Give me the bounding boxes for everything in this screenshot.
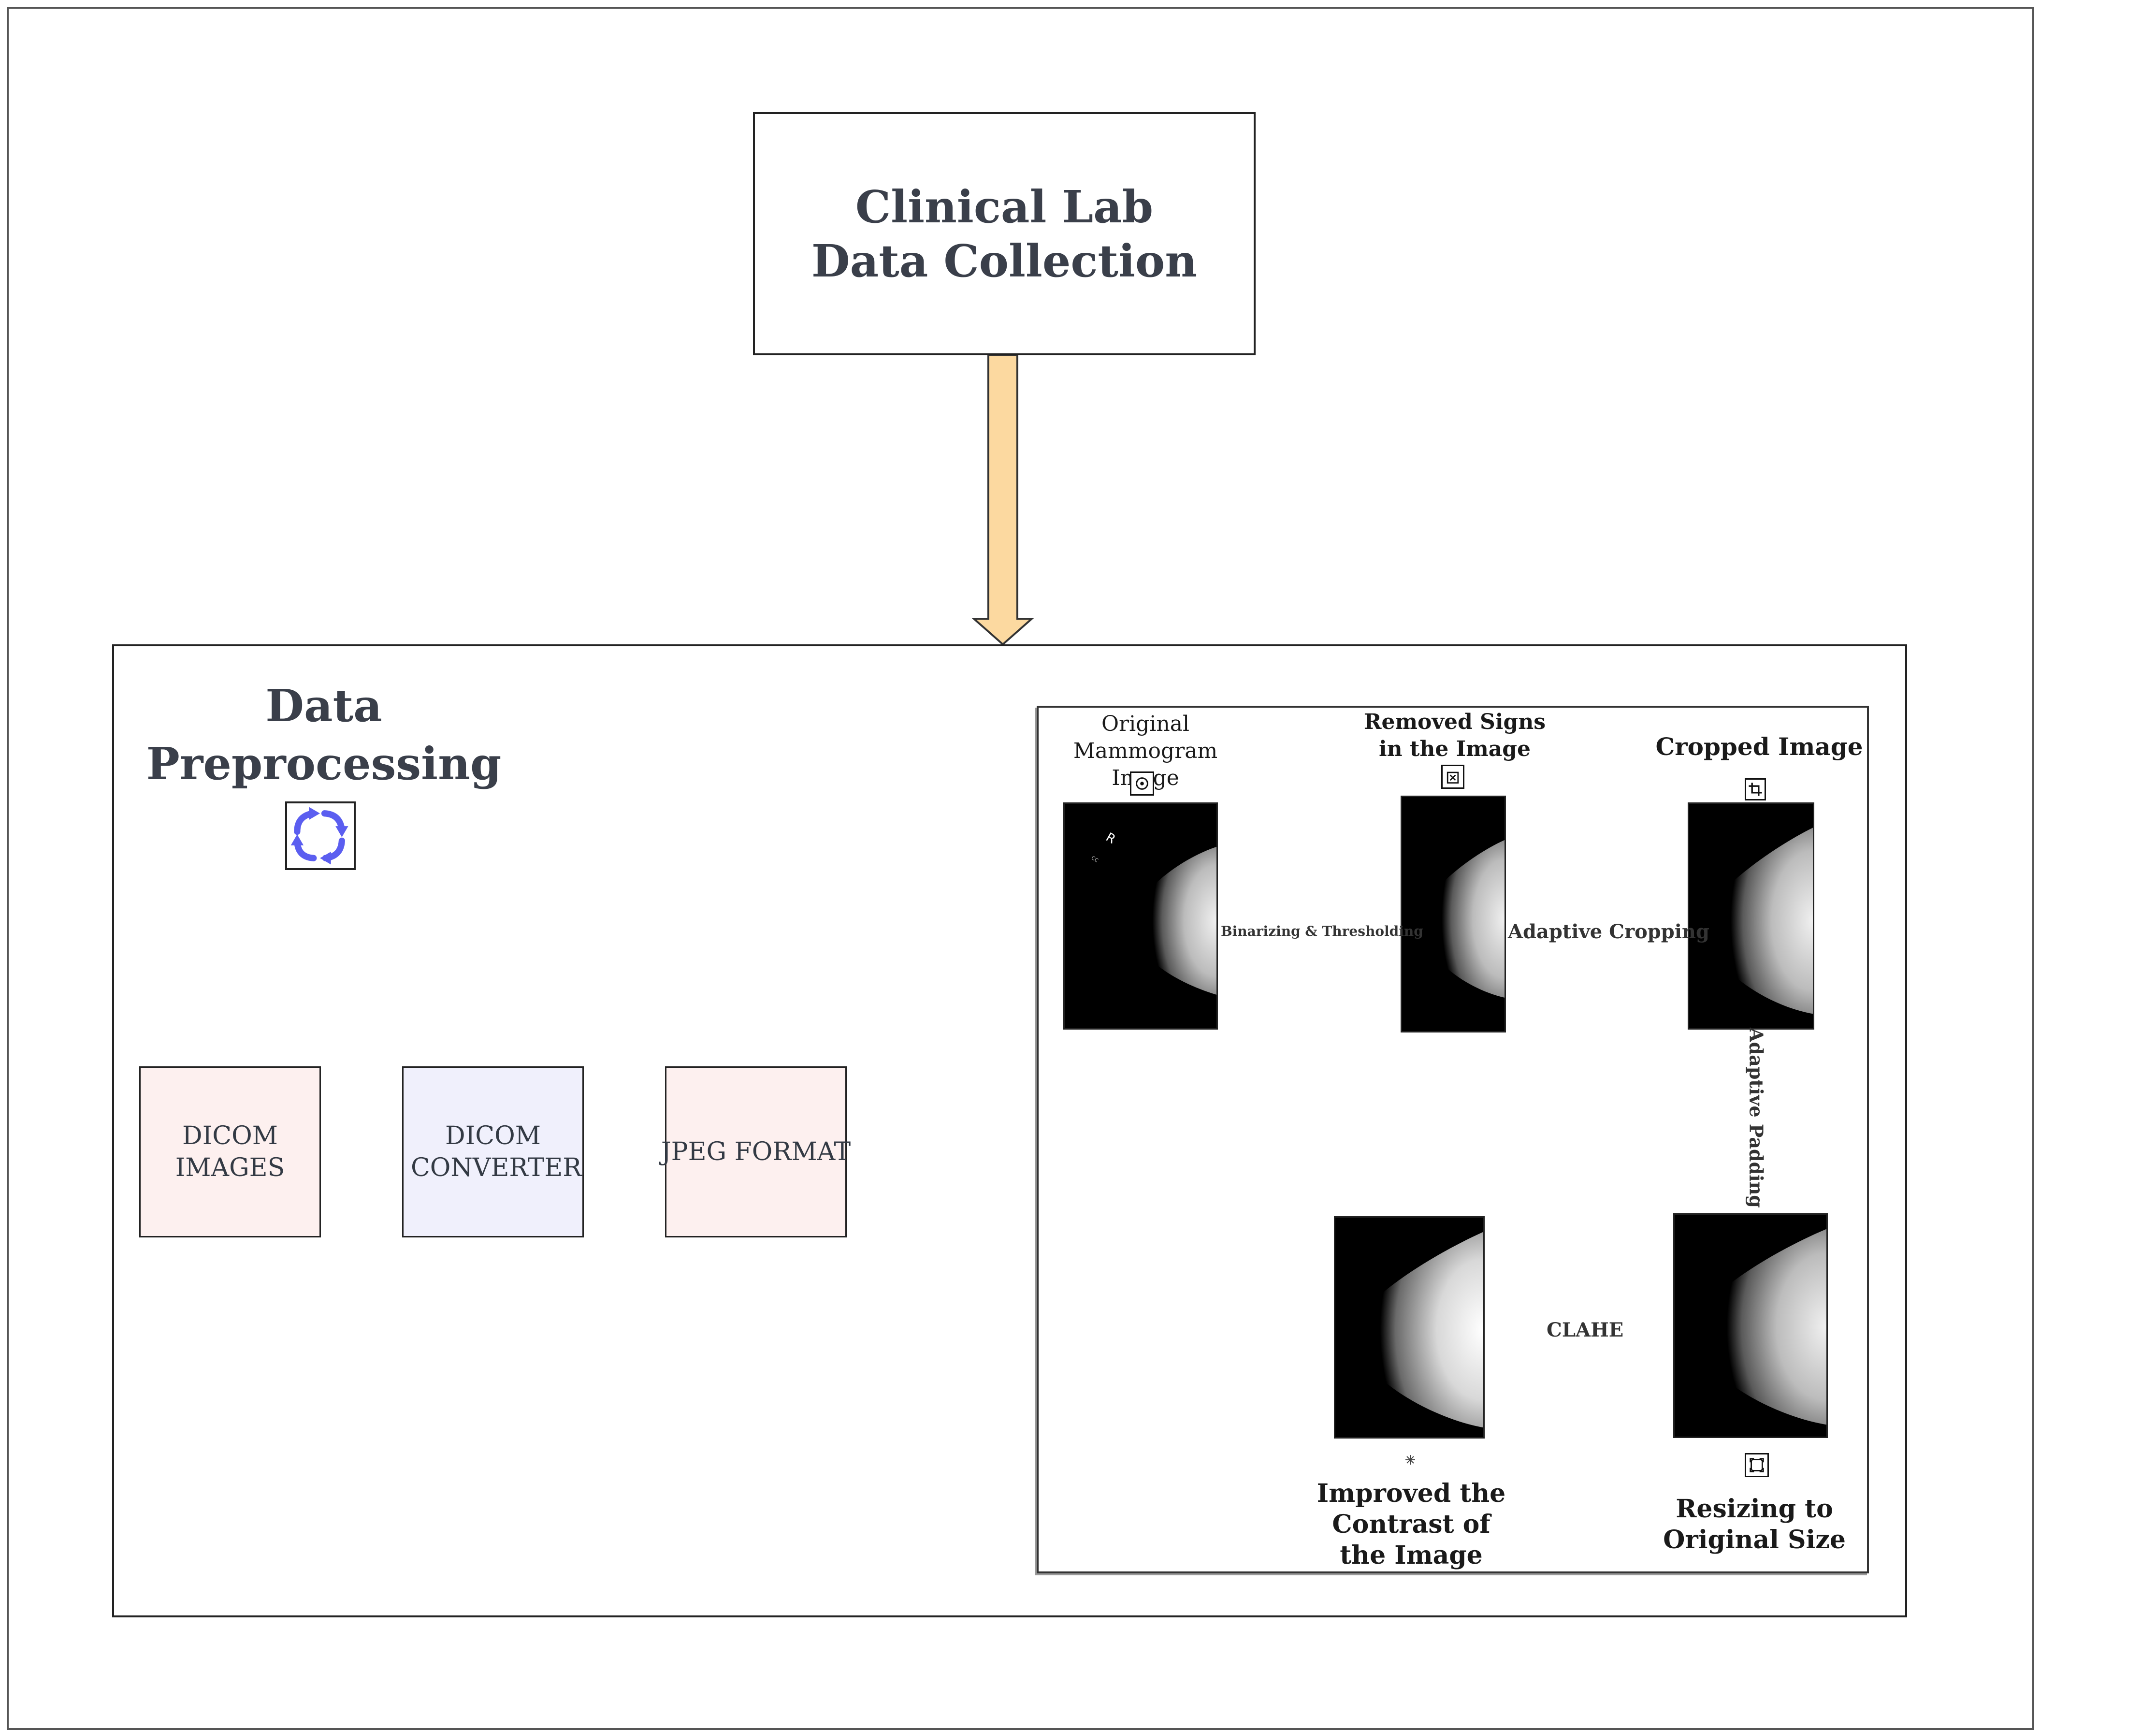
clahe-step-label: CLAHE (1547, 1319, 1624, 1341)
resizing-label: Resizing to Original Size (1663, 1494, 1846, 1555)
removed-signs-mammogram-image (1401, 796, 1506, 1032)
adaptive-padding-step-label: Adaptive Padding (1745, 1028, 1767, 1208)
cropped-mammogram-image (1688, 802, 1814, 1030)
dicom-images-label: DICOM IMAGES (175, 1121, 285, 1182)
binarizing-step-label: Binarizing & Thresholding (1221, 923, 1423, 939)
original-image-label: Original Mammogram Image (1073, 712, 1218, 790)
adaptive-cropping-step-label: Adaptive Cropping (1508, 920, 1709, 943)
improved-contrast-label: Improved the Contrast of the Image (1317, 1479, 1506, 1570)
resize-icon (1745, 1453, 1769, 1477)
removed-signs-label: Removed Signs in the Image (1363, 710, 1546, 761)
enhanced-contrast-mammogram-image (1334, 1216, 1485, 1439)
resized-mammogram-image (1673, 1213, 1828, 1438)
original-mammogram-image: R cc (1063, 802, 1218, 1030)
refresh-cycle-icon (285, 801, 356, 870)
svg-text:cc: cc (1090, 854, 1100, 864)
contrast-sparkle-icon (1404, 1454, 1416, 1466)
clinical-data-collection-box: Clinical Lab Data Collection (753, 112, 1256, 355)
clinical-data-collection-title: Clinical Lab Data Collection (811, 180, 1198, 287)
svg-text:R: R (1103, 830, 1118, 847)
jpeg-format-label: JPEG FORMAT (661, 1137, 851, 1166)
dicom-converter-label: DICOM CONVERTER (411, 1121, 582, 1182)
cropped-image-label: Cropped Image (1655, 732, 1863, 761)
arrow-clinical-to-preprocessing (971, 354, 1035, 646)
remove-image-icon (1441, 765, 1464, 789)
crop-icon (1745, 778, 1766, 800)
dicom-images-box: DICOM IMAGES (139, 1066, 321, 1237)
data-preprocessing-title: Data Preprocessing (146, 680, 502, 790)
target-gear-icon (1130, 771, 1154, 796)
jpeg-format-box: JPEG FORMAT (661, 1066, 851, 1237)
dicom-converter-box: DICOM CONVERTER (402, 1066, 584, 1237)
